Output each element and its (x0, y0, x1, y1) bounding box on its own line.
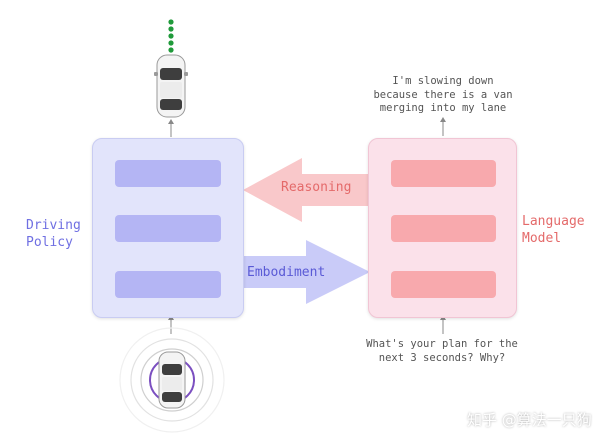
language-model-layer (391, 215, 496, 242)
reasoning-arrow-label: Reasoning (281, 180, 352, 195)
connector-arrowhead-text (440, 117, 446, 122)
sensor-rings-icon (119, 327, 225, 433)
car-icon-input (158, 351, 186, 409)
trajectory-dots-icon (168, 19, 174, 53)
model-input-caption: What's your plan for the next 3 seconds?… (366, 338, 518, 364)
embodiment-arrow-label: Embodiment (247, 265, 326, 280)
driving-policy-label: Driving Policy (26, 218, 81, 250)
car-icon-output (154, 54, 188, 118)
driving-policy-layer (115, 271, 221, 298)
watermark: 知乎 @算法一只狗 (467, 411, 592, 429)
language-model-label: Language Model (522, 214, 585, 246)
model-output-caption: I'm slowing down because there is a van … (373, 75, 513, 114)
language-model-layer (391, 271, 496, 298)
connector-arrowhead-car (168, 119, 174, 124)
driving-policy-box (92, 138, 244, 318)
driving-policy-layer (115, 215, 221, 242)
reasoning-arrow (243, 158, 372, 222)
language-model-layer (391, 160, 496, 187)
embodiment-arrow (240, 240, 370, 304)
language-model-box (368, 138, 517, 318)
driving-policy-layer (115, 160, 221, 187)
